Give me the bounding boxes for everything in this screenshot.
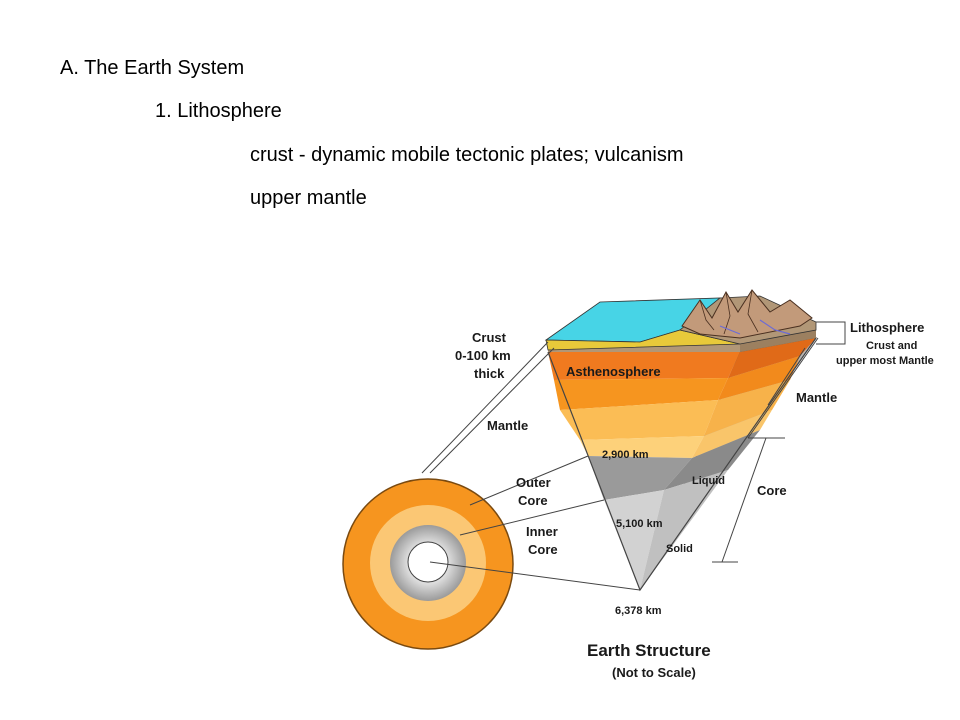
connector-lines	[421, 341, 641, 591]
label-depth-5100: 5,100 km	[616, 518, 663, 530]
label-core-right: Core	[757, 483, 787, 498]
label-lithosphere: Lithosphere	[850, 320, 924, 335]
label-mantle-left: Mantle	[487, 418, 528, 433]
label-outer-core-2: Core	[518, 493, 548, 508]
label-crust-thick: thick	[474, 366, 505, 381]
label-crust-depth: 0-100 km	[455, 348, 511, 363]
inner-core-layer	[604, 490, 664, 590]
diagram-title: Earth Structure	[587, 641, 711, 660]
point-upper-mantle: upper mantle	[250, 187, 367, 209]
diagram-subtitle: (Not to Scale)	[612, 665, 696, 680]
label-asthenosphere: Asthenosphere	[566, 364, 661, 379]
label-litho-desc-1: Crust and	[866, 340, 917, 352]
earth-cross-section	[342, 478, 514, 650]
subheading-lithosphere: 1. Lithosphere	[155, 100, 282, 122]
right-brackets	[712, 321, 846, 563]
label-outer-core-1: Outer	[516, 475, 551, 490]
earth-wedge	[544, 289, 818, 592]
label-solid: Solid	[666, 543, 693, 555]
globe-inner-core	[407, 541, 449, 583]
asthenosphere-layer	[548, 352, 740, 380]
label-litho-desc-2: upper most Mantle	[836, 355, 934, 367]
label-inner-core-2: Core	[528, 542, 558, 557]
label-depth-6378: 6,378 km	[615, 605, 662, 617]
label-inner-core-1: Inner	[526, 524, 558, 539]
mountains	[681, 289, 813, 339]
heading-earth-system: A. The Earth System	[60, 57, 245, 79]
label-liquid: Liquid	[692, 475, 725, 487]
label-depth-2900: 2,900 km	[602, 449, 649, 461]
point-crust: crust - dynamic mobile tectonic plates; …	[250, 144, 684, 166]
mantle-layer	[560, 400, 718, 440]
label-crust: Crust	[472, 330, 507, 345]
outer-core-layer	[588, 456, 692, 500]
label-mantle-right: Mantle	[796, 390, 837, 405]
